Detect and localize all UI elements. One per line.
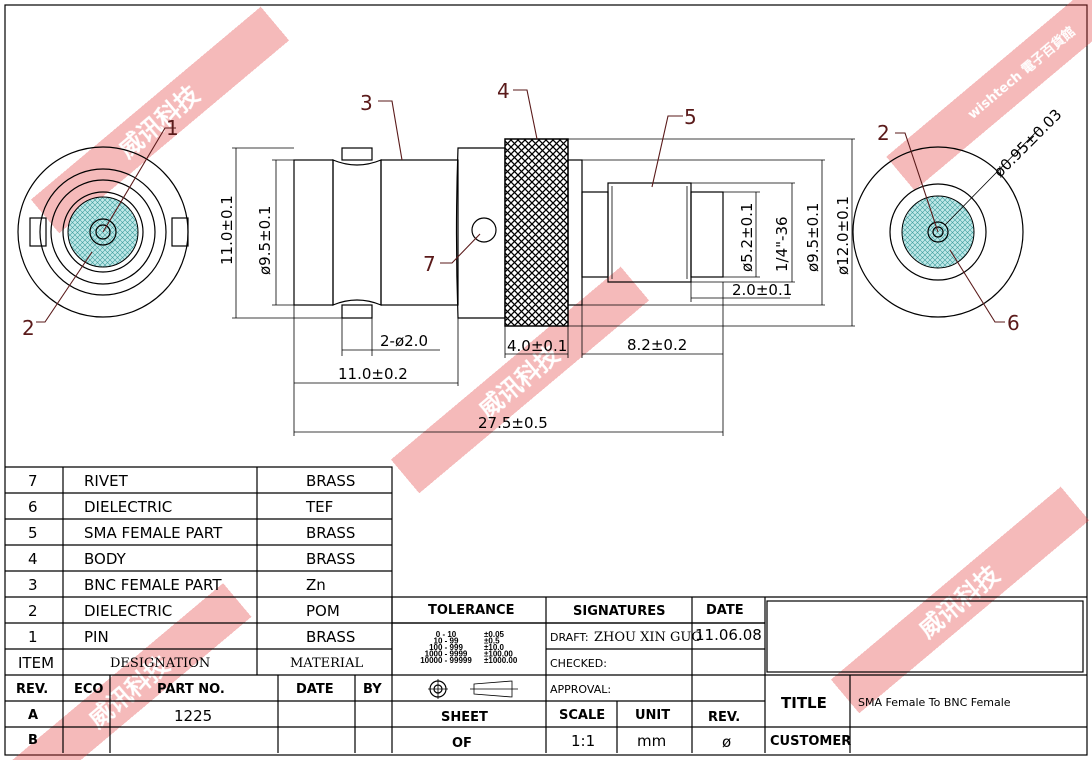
rev-header: REV. [16, 682, 48, 697]
rev-label: REV. [708, 710, 740, 725]
dim-thread: 1/4"-36 [773, 216, 791, 272]
dim-knurl-dia: ø12.0±0.1 [834, 196, 852, 275]
tolerance-range: 0 - 10 [436, 630, 457, 639]
tolerance-title: TOLERANCE [428, 603, 514, 618]
bom-designation: DIELECTRIC [84, 602, 172, 620]
tolerance-value: ±1000.00 [484, 656, 518, 665]
bom-header-material: MATERIAL [290, 656, 363, 671]
tolerance-table: 0 - 10 ±0.05 10 - 99 ±0.5 100 - 999 ±10.0 1000… [420, 630, 518, 665]
tolerance-range: 1000 - 9999 [425, 650, 468, 659]
title-label: TITLE [781, 694, 827, 712]
rev-date-header: DATE [296, 682, 334, 697]
revision-grid [5, 597, 765, 753]
customer-label: CUSTOMER [770, 734, 851, 749]
tolerance-value: ±0.05 [484, 630, 505, 639]
bom-material: Zn [306, 576, 326, 594]
bom-item-number: 6 [28, 498, 38, 516]
bom-material: BRASS [306, 628, 355, 646]
dim-slot: 2-ø2.0 [380, 332, 428, 350]
signatures-title: SIGNATURES [573, 604, 665, 619]
callout-7: 7 [423, 252, 436, 276]
side-view [293, 138, 724, 327]
bom-header-designation: DESIGNATION [110, 656, 210, 671]
sheet-of: OF [452, 736, 472, 751]
bom-material: BRASS [306, 524, 355, 542]
rev-b: B [28, 733, 38, 748]
dim-bnc-dia: ø9.5±0.1 [256, 206, 274, 275]
callout-2-right: 2 [877, 121, 890, 145]
checked-label: CHECKED: [550, 657, 607, 670]
callout-2-left: 2 [22, 316, 35, 340]
bom-item-number: 5 [28, 524, 38, 542]
approval-label: APPROVAL: [550, 683, 611, 696]
tolerance-range: 10000 - 99999 [420, 656, 472, 665]
dim-sma-dia: ø5.2±0.1 [738, 203, 756, 272]
callout-3: 3 [360, 91, 373, 115]
title-block-grid [392, 597, 1087, 753]
dim-sma-step: 2.0±0.1 [732, 281, 792, 299]
sheet-label: SHEET [441, 710, 488, 725]
bom-designation: BNC FEMALE PART [84, 576, 222, 594]
knurled-body [504, 138, 569, 327]
rev-a: A [28, 708, 38, 723]
scale-label: SCALE [559, 708, 605, 723]
tolerance-range: 10 - 99 [434, 637, 459, 646]
callout-5: 5 [684, 105, 697, 129]
part-no-header: PART NO. [157, 682, 225, 697]
bom-material: BRASS [306, 472, 355, 490]
bom-designation: SMA FEMALE PART [84, 524, 223, 542]
rev-value: ø [722, 733, 731, 751]
bom-item-number: 3 [28, 576, 38, 594]
svg-text:wishtech 電子百貨館: wishtech 電子百貨館 [965, 24, 1079, 123]
projection-symbol [428, 679, 518, 699]
bom-designation: DIELECTRIC [84, 498, 172, 516]
tolerance-value: ±100.00 [484, 650, 513, 659]
dim-sma-body-dia: ø9.5±0.1 [804, 203, 822, 272]
callout-6: 6 [1007, 311, 1020, 335]
bom-designation: PIN [84, 628, 109, 646]
dimension-lines [232, 138, 855, 436]
draft-label: DRAFT: [550, 631, 589, 644]
bom-designation: RIVET [84, 472, 129, 490]
bom-material: POM [306, 602, 340, 620]
bom-designation: BODY [84, 550, 127, 568]
dim-bnc-length: 11.0±0.2 [338, 365, 408, 383]
tolerance-value: ±0.5 [484, 637, 500, 646]
watermark: 威讯科技 wishtech 電子百貨館 威讯科技 威讯科技 威讯科技 [8, 0, 1092, 760]
bom-item-number: 4 [28, 550, 38, 568]
unit-label: UNIT [635, 708, 670, 723]
unit-value: mm [637, 732, 666, 750]
callout-1: 1 [166, 116, 179, 140]
bom-item-number: 1 [28, 628, 38, 646]
sheet-border [4, 4, 1088, 756]
draft-date: 11.06.08 [695, 626, 762, 644]
draft-name: ZHOU XIN GUO [594, 630, 702, 645]
bom-material: TEF [305, 498, 333, 516]
scale-value: 1:1 [571, 732, 595, 750]
by-header: BY [363, 682, 382, 697]
eco-header: ECO [74, 682, 103, 697]
bom-item-number: 2 [28, 602, 38, 620]
date-header: DATE [706, 603, 744, 618]
tolerance-value: ±10.0 [484, 643, 505, 652]
tolerance-range: 100 - 999 [429, 643, 463, 652]
dim-overall-length: 27.5±0.5 [478, 414, 548, 432]
callout-4: 4 [497, 79, 510, 103]
part-number: 1225 [174, 707, 212, 725]
dim-sma-length: 8.2±0.2 [627, 336, 687, 354]
dim-bnc-outer: 11.0±0.1 [218, 195, 236, 265]
dim-knurl-width: 4.0±0.1 [507, 337, 567, 355]
bom-material: BRASS [306, 550, 355, 568]
bom-item-number: 7 [28, 472, 38, 490]
bom-header-item: ITEM [18, 654, 54, 672]
drawing-title: SMA Female To BNC Female [858, 696, 1011, 709]
